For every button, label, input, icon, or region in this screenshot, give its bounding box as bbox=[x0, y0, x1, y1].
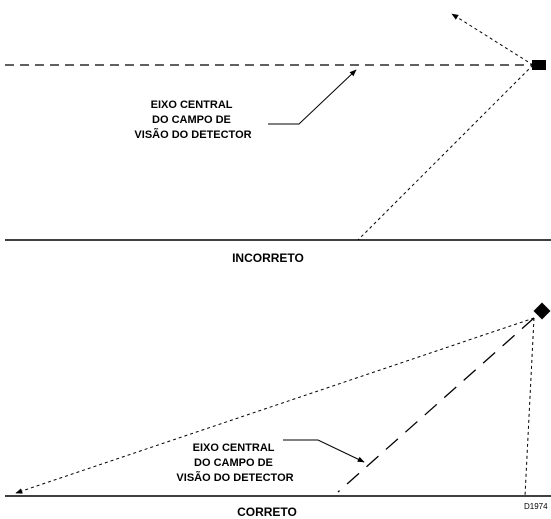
detector-icon bbox=[532, 60, 546, 70]
field-of-view-edge-upper bbox=[451, 13, 534, 66]
axis-label-bottom: EIXO CENTRAL DO CAMPO DE VISÃO DO DETECT… bbox=[176, 442, 293, 484]
correct-panel: EIXO CENTRAL DO CAMPO DE VISÃO DO DETECT… bbox=[5, 302, 551, 519]
figure-code: D1974 bbox=[524, 502, 548, 511]
field-of-view-edge-lower bbox=[357, 64, 534, 241]
axis-label-line: DO CAMPO DE bbox=[194, 457, 273, 469]
axis-label-line: EIXO CENTRAL bbox=[151, 99, 233, 111]
caption-correct: CORRETO bbox=[237, 505, 297, 519]
axis-label-line: VISÃO DO DETECTOR bbox=[134, 128, 251, 141]
axis-label-line: VISÃO DO DETECTOR bbox=[176, 471, 293, 484]
central-axis-line bbox=[337, 317, 535, 493]
caption-incorrect: INCORRETO bbox=[232, 251, 304, 265]
axis-leader-arrow bbox=[268, 69, 357, 125]
field-of-view-edge-wide bbox=[15, 317, 535, 494]
axis-label-line: DO CAMPO DE bbox=[152, 114, 231, 126]
field-of-view-edge-vertical bbox=[524, 317, 535, 497]
detector-icon bbox=[533, 302, 551, 320]
axis-label-line: EIXO CENTRAL bbox=[193, 442, 275, 454]
axis-leader-arrow bbox=[283, 439, 365, 463]
incorrect-panel: EIXO CENTRAL DO CAMPO DE VISÃO DO DETECT… bbox=[5, 13, 551, 265]
axis-label-top: EIXO CENTRAL DO CAMPO DE VISÃO DO DETECT… bbox=[134, 99, 251, 141]
